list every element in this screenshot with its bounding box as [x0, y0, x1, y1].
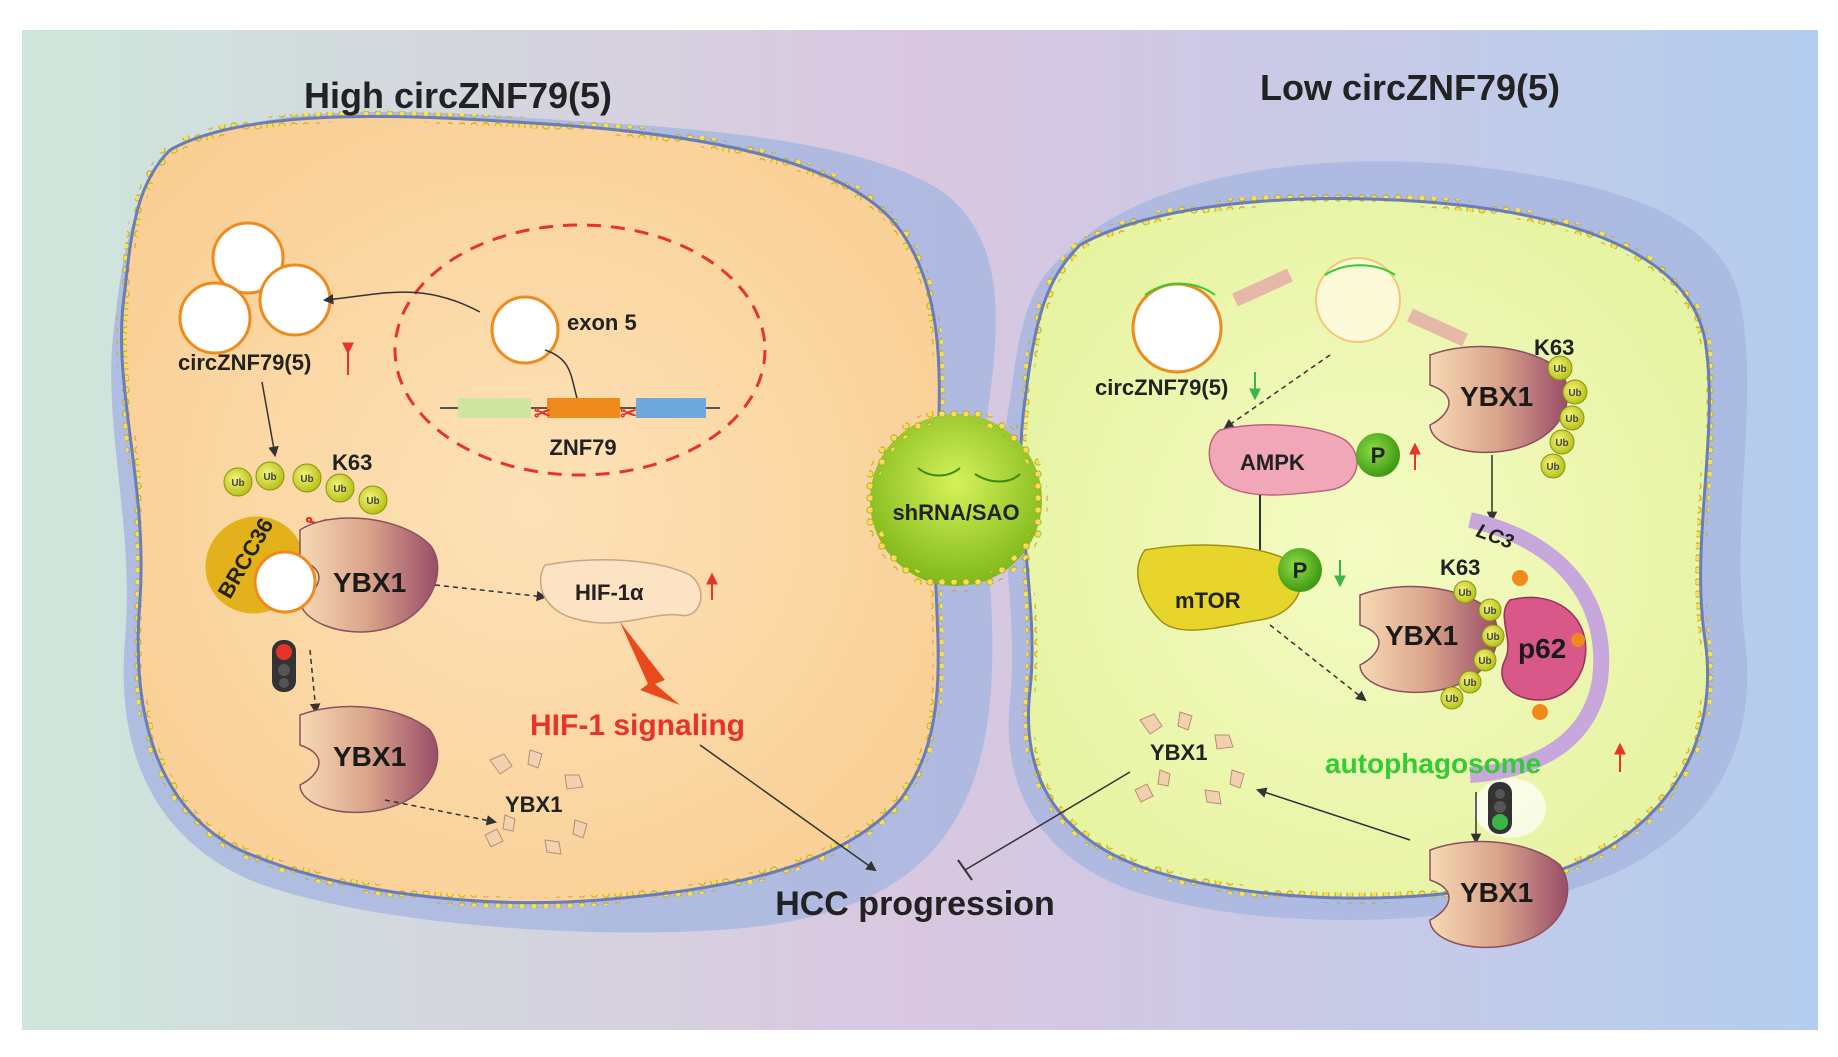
- right-title: Low circZNF79(5): [1260, 67, 1560, 108]
- svg-text:Ub: Ub: [1553, 364, 1566, 375]
- gene-label: ZNF79: [549, 435, 616, 460]
- shrna-vesicle: [864, 408, 1048, 592]
- cell-membrane-line-right: [1019, 197, 1711, 900]
- circrna-2: [258, 263, 332, 337]
- p-label-mtor: P: [1293, 558, 1308, 583]
- svg-text:Ub: Ub: [1565, 414, 1578, 425]
- ybx1-degraded-right: YBX1: [1150, 740, 1207, 765]
- degraded-fragments-left: [484, 749, 588, 855]
- ybx1-label-1: YBX1: [333, 567, 406, 598]
- sirna-strand: [1144, 282, 1216, 296]
- export-arrow: [322, 291, 481, 313]
- svg-text:Ub: Ub: [300, 474, 313, 485]
- svg-text:Ub: Ub: [366, 496, 379, 507]
- exon-block-3: [636, 398, 706, 418]
- arrow-to-hif: [434, 584, 548, 602]
- nucleus: [393, 223, 767, 477]
- svg-text:Ub: Ub: [1546, 462, 1559, 473]
- p62-label: p62: [1518, 633, 1566, 664]
- svg-text:Ub: Ub: [1486, 632, 1499, 643]
- exon-label: exon 5: [567, 310, 637, 335]
- arrow-to-degradation: [384, 799, 498, 826]
- svg-text:Ub: Ub: [1483, 606, 1496, 617]
- signaling-arrow: [620, 622, 680, 705]
- svg-text:Ub: Ub: [1458, 588, 1471, 599]
- exon-block-1: [458, 398, 531, 418]
- circrna-1: [211, 221, 285, 295]
- arrow-to-autophagosome: [1269, 624, 1367, 702]
- autophagosome-membrane: [1468, 512, 1610, 783]
- arrow-to-degradation-right: [1256, 787, 1411, 841]
- p-label-ampk: P: [1371, 443, 1386, 468]
- pink-arrow-1: [1232, 268, 1293, 307]
- circrna-degrading: [1315, 257, 1401, 343]
- arrow-hif-to-hcc: [699, 744, 877, 872]
- hif-label: HIF-1α: [575, 580, 644, 605]
- left-title: High circZNF79(5): [304, 75, 612, 116]
- ybx1-label-4: YBX1: [1385, 620, 1458, 651]
- ybx1-protein-3: [1429, 345, 1569, 454]
- ybx1-label-2: YBX1: [333, 741, 406, 772]
- ybx1-protein-5: [1429, 840, 1569, 949]
- autophagosome-label: autophagosome: [1325, 748, 1541, 779]
- arrow-to-ampk: [1223, 354, 1331, 430]
- traffic-light-red-icon: [272, 640, 296, 692]
- circrna-3: [178, 281, 252, 355]
- degraded-fragments-right: [1134, 711, 1245, 805]
- lc3-markers: [1512, 570, 1585, 720]
- inhibit-line-hcc: [964, 771, 1131, 871]
- shrna-label: shRNA/SAO: [892, 500, 1019, 525]
- svg-text:Ub: Ub: [1463, 678, 1476, 689]
- cell-membrane-line: [119, 114, 941, 905]
- circrna-right: [1131, 282, 1223, 374]
- pink-arrow-2: [1407, 308, 1468, 347]
- k63-label-right-mid: K63: [1440, 555, 1480, 580]
- ybx1-protein-2: [299, 705, 439, 814]
- svg-text:Ub: Ub: [1478, 656, 1491, 667]
- traffic-light-green-icon: [1474, 778, 1546, 838]
- svg-text:Ub: Ub: [1555, 438, 1568, 449]
- k63-label-right-top: K63: [1534, 335, 1574, 360]
- svg-text:Ub: Ub: [263, 472, 276, 483]
- p-phospho-mtor: [1278, 548, 1322, 592]
- right-circ-label: circZNF79(5): [1095, 375, 1228, 400]
- sirna-strand-2: [1324, 264, 1396, 276]
- p62-protein: [1501, 596, 1587, 701]
- hcc-progression-label: HCC progression: [775, 885, 1055, 923]
- hif-signaling-label: HIF-1 signaling: [530, 709, 745, 742]
- inhibit-bar-hcc: [957, 859, 973, 881]
- ampk-label: AMPK: [1240, 450, 1305, 475]
- ybx1-label-5: YBX1: [1460, 877, 1533, 908]
- svg-text:Ub: Ub: [333, 484, 346, 495]
- left-circ-label: circZNF79(5): [178, 350, 311, 375]
- p-phospho-ampk: [1356, 433, 1400, 477]
- ampk-protein: [1208, 424, 1358, 496]
- mtor-label: mTOR: [1175, 588, 1241, 613]
- circrna-bound: [253, 550, 317, 614]
- hif1a-protein: [539, 559, 702, 624]
- ub-chain-right-top: Ub Ub Ub Ub Ub: [1540, 355, 1588, 479]
- svg-text:Ub: Ub: [1568, 388, 1581, 399]
- scissors-icon: ✂: [534, 403, 551, 425]
- arrow-to-free-ybx1: [309, 649, 321, 715]
- ybx1-degraded-left: YBX1: [505, 792, 562, 817]
- circrna-exon: [490, 295, 560, 365]
- scissors-icon-2: ✂: [620, 403, 637, 425]
- svg-text:Ub: Ub: [1445, 694, 1458, 705]
- arrow-circ-to-complex: [261, 381, 279, 458]
- ub-chain-left: Ub Ub Ub Ub Ub: [223, 461, 388, 515]
- ybx1-label-3: YBX1: [1460, 381, 1533, 412]
- k63-label-left: K63: [332, 450, 372, 475]
- ub-chain-right-mid: Ub Ub Ub Ub Ub Ub: [1440, 580, 1505, 710]
- svg-text:Ub: Ub: [231, 478, 244, 489]
- exon-block-5: [547, 398, 620, 418]
- mtor-protein: [1137, 544, 1302, 631]
